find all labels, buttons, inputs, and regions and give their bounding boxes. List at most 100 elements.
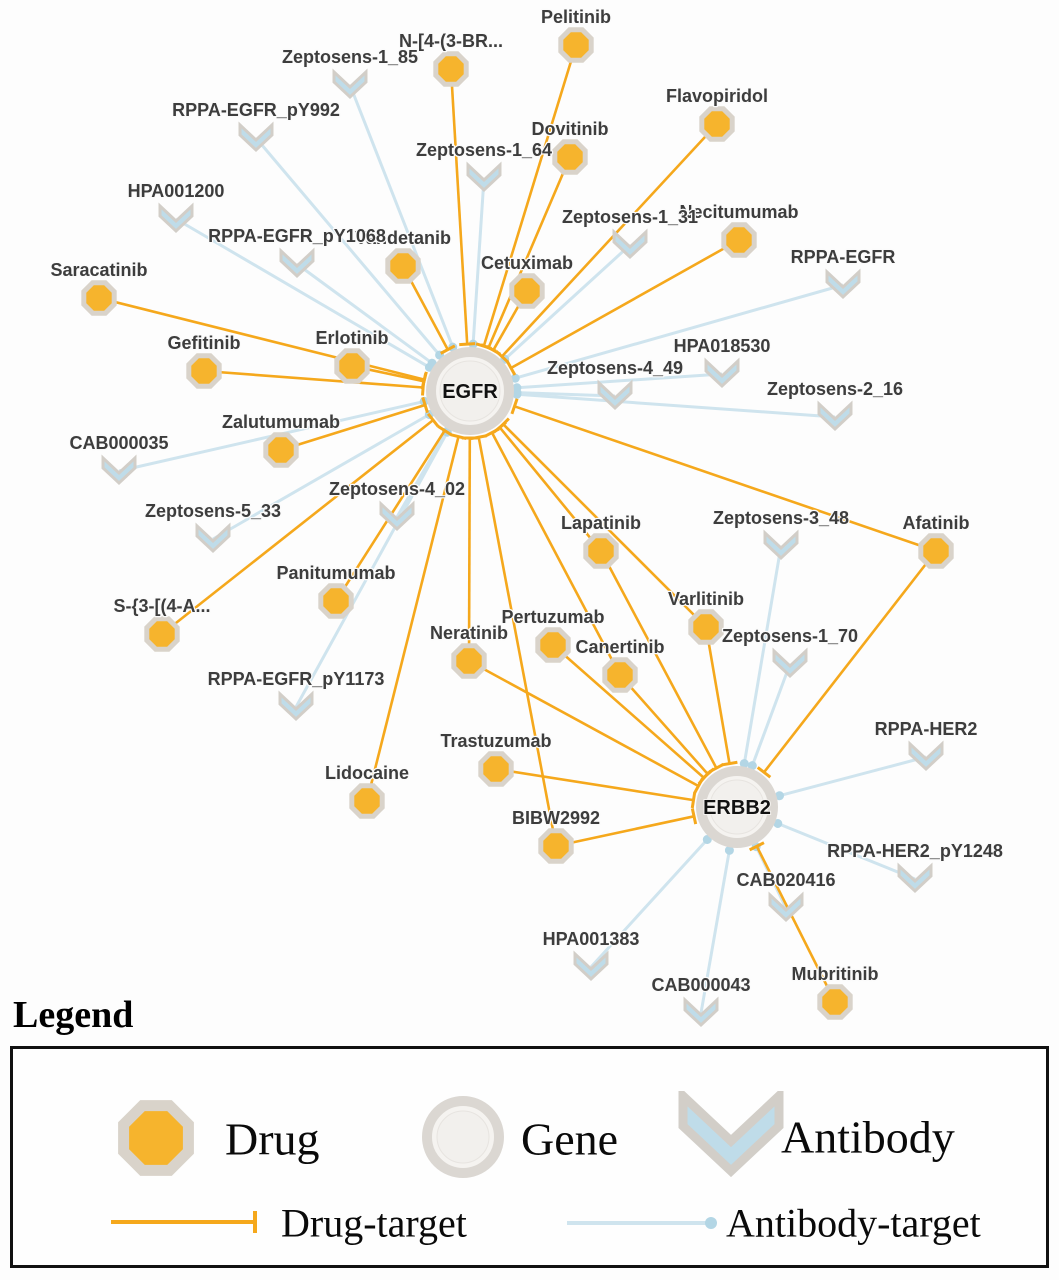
- drug-target-edge[interactable]: [496, 417, 707, 628]
- node-label: Cetuximab: [481, 253, 573, 273]
- antibody-node[interactable]: [768, 891, 804, 923]
- drug-target-edge[interactable]: [203, 369, 426, 396]
- drug-node[interactable]: [558, 27, 594, 63]
- node-label: Saracatinib: [50, 260, 147, 280]
- drug-node[interactable]: [144, 616, 180, 652]
- antibody-node[interactable]: [897, 862, 933, 894]
- drug-node[interactable]: [263, 432, 299, 468]
- drug-node[interactable]: [433, 51, 469, 87]
- antibody-node[interactable]: [279, 247, 315, 279]
- antibody-target-edge[interactable]: [468, 177, 486, 349]
- antibody-target-edge[interactable]: [175, 217, 434, 372]
- node-label: HPA001383: [543, 929, 640, 949]
- drug-target-edge[interactable]: [365, 433, 467, 802]
- antibody-target-edge[interactable]: [500, 243, 632, 364]
- drug-node[interactable]: [583, 533, 619, 569]
- drug-target-edge[interactable]: [480, 156, 572, 353]
- antibody-node[interactable]: [612, 228, 648, 260]
- drug-node[interactable]: [538, 828, 574, 864]
- antibody-node[interactable]: [195, 522, 231, 554]
- antibody-node[interactable]: [825, 268, 861, 300]
- drug-target-edge[interactable]: [704, 626, 738, 767]
- antibody-target-edge[interactable]: [348, 84, 458, 352]
- drug-target-edge[interactable]: [449, 68, 476, 347]
- drug-target-edge[interactable]: [495, 767, 697, 809]
- node-label: Vandetanib: [355, 228, 451, 248]
- antibody-target-edge[interactable]: [775, 755, 927, 801]
- antibody-node[interactable]: [332, 68, 368, 100]
- drug-target-edge[interactable]: [552, 644, 711, 785]
- drug-node[interactable]: [552, 139, 588, 175]
- antibody-target-edge[interactable]: [512, 389, 836, 419]
- drug-node[interactable]: [334, 348, 370, 384]
- drug-target-edge[interactable]: [756, 550, 938, 779]
- antibody-node[interactable]: [683, 996, 719, 1028]
- antibody-target-edge[interactable]: [510, 283, 844, 383]
- legend-antibody-target-label: Antibody-target: [726, 1200, 981, 1246]
- drug-node[interactable]: [349, 783, 385, 819]
- drug-node[interactable]: [602, 657, 638, 693]
- antibody-node[interactable]: [158, 202, 194, 234]
- drug-target-edge[interactable]: [495, 123, 718, 364]
- antibody-node[interactable]: [908, 740, 944, 772]
- antibody-node[interactable]: [772, 647, 808, 679]
- drug-target-edge[interactable]: [748, 841, 837, 1003]
- antibody-target-edge[interactable]: [699, 845, 734, 1014]
- antibody-node[interactable]: [704, 357, 740, 389]
- antibody-target-edge[interactable]: [296, 262, 437, 368]
- antibody-target-edge[interactable]: [739, 545, 783, 769]
- drug-target-edge[interactable]: [161, 412, 440, 636]
- drug-node[interactable]: [81, 280, 117, 316]
- antibody-node[interactable]: [597, 379, 633, 411]
- antibody-node[interactable]: [101, 454, 137, 486]
- antibody-node[interactable]: [573, 950, 609, 982]
- drug-target-edge[interactable]: [599, 550, 725, 774]
- antibody-target-edge[interactable]: [212, 410, 434, 541]
- drug-target-edge[interactable]: [619, 674, 715, 781]
- drug-node[interactable]: [509, 273, 545, 309]
- antibody-target-edge[interactable]: [773, 819, 916, 881]
- drug-target-edge[interactable]: [461, 436, 478, 662]
- antibody-target-edge[interactable]: [747, 663, 792, 771]
- node-label: Zeptosens-1_31: [562, 207, 698, 227]
- drug-node[interactable]: [817, 984, 853, 1020]
- antibody-target-edge[interactable]: [512, 388, 616, 398]
- gene-nodes-layer: [426, 347, 778, 848]
- legend-drug-target-label: Drug-target: [281, 1200, 467, 1246]
- nodes-layer: [81, 27, 954, 1028]
- drug-target-edge[interactable]: [98, 296, 428, 388]
- drug-node[interactable]: [688, 609, 724, 645]
- drug-node[interactable]: [535, 627, 571, 663]
- drug-node[interactable]: [478, 751, 514, 787]
- network-graph: EGFRERBB2PelitinibN-[4-(3-BR...Flavopiri…: [49, 6, 1004, 1028]
- antibody-node[interactable]: [466, 161, 502, 193]
- drug-node[interactable]: [721, 222, 757, 258]
- antibody-node[interactable]: [278, 690, 314, 722]
- drug-node[interactable]: [451, 643, 487, 679]
- antibody-node[interactable]: [379, 500, 415, 532]
- drug-target-edge[interactable]: [510, 398, 937, 553]
- gene-node[interactable]: [696, 766, 778, 848]
- antibody-node[interactable]: [763, 529, 799, 561]
- antibody-node[interactable]: [238, 121, 274, 153]
- drug-node[interactable]: [318, 583, 354, 619]
- antibody-target-edge[interactable]: [589, 835, 712, 969]
- drug-target-edge[interactable]: [484, 427, 622, 676]
- drug-node[interactable]: [385, 248, 421, 284]
- drug-target-edge[interactable]: [505, 238, 740, 376]
- antibody-target-edge[interactable]: [254, 137, 445, 360]
- drug-target-edge[interactable]: [470, 434, 558, 847]
- drug-target-edge[interactable]: [555, 808, 698, 848]
- drug-target-edge[interactable]: [475, 44, 578, 350]
- drug-target-edge[interactable]: [280, 396, 429, 452]
- gene-node[interactable]: [426, 347, 514, 435]
- drug-node[interactable]: [186, 353, 222, 389]
- antibody-node[interactable]: [817, 400, 853, 432]
- node-label: Pertuzumab: [501, 607, 604, 627]
- antibody-target-edge[interactable]: [294, 427, 452, 708]
- drug-target-edge[interactable]: [468, 659, 704, 794]
- drug-node[interactable]: [918, 533, 954, 569]
- drug-node[interactable]: [699, 106, 735, 142]
- drug-target-edge[interactable]: [492, 421, 603, 552]
- antibody-target-edge[interactable]: [512, 372, 723, 393]
